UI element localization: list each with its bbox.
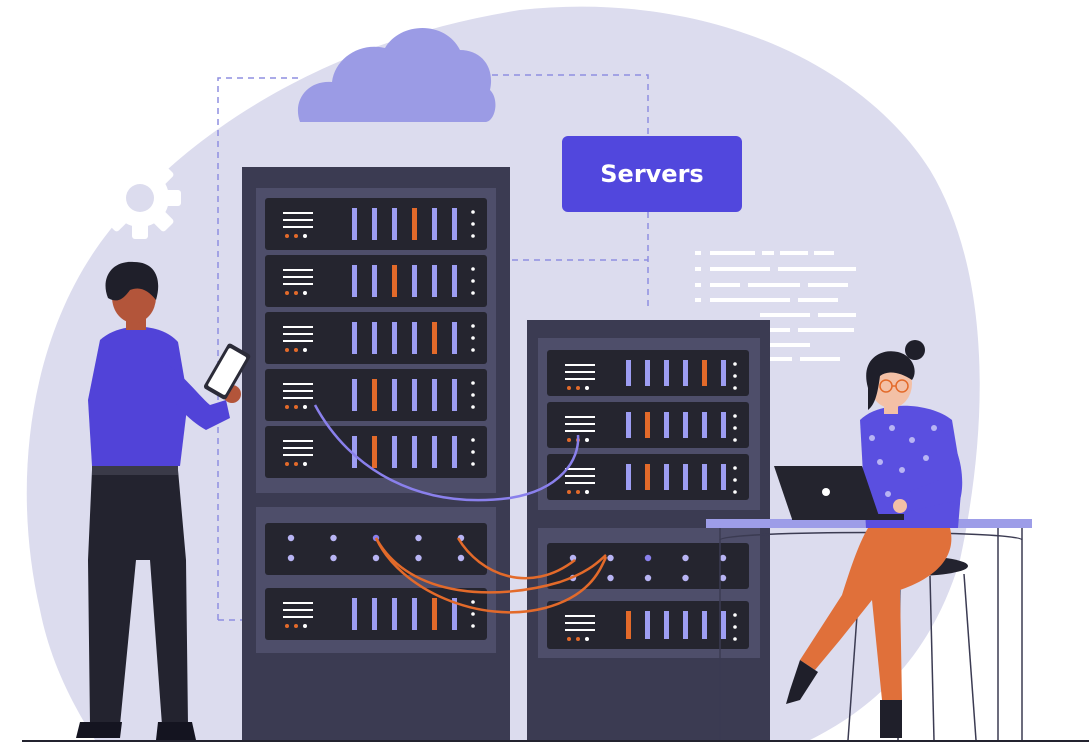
server-unit [547, 601, 749, 649]
cable-orange-1 [374, 537, 607, 594]
woman-pants [800, 528, 952, 700]
server-unit [265, 426, 487, 478]
server-unit [547, 454, 749, 500]
servers-badge-label: Servers [600, 160, 703, 188]
server-unit [265, 369, 487, 421]
dashed-connectors [217, 74, 649, 621]
woman-on-stool [774, 340, 977, 741]
server-unit [265, 312, 487, 364]
woman-hair [866, 351, 915, 410]
man-hair [105, 261, 159, 301]
cable-orange-3 [374, 537, 608, 614]
server-unit-ports [265, 523, 487, 575]
cables [313, 404, 608, 614]
man-with-tablet [76, 261, 251, 740]
cable-purple [313, 404, 580, 502]
cable-orange-2 [456, 537, 576, 580]
server-unit [265, 255, 487, 307]
tablet-icon [203, 343, 251, 400]
man-pants [88, 470, 188, 725]
server-rack-left [242, 167, 510, 740]
server-unit [265, 588, 487, 640]
laptop-icon [774, 466, 904, 520]
server-unit [265, 198, 487, 250]
server-unit-ports [547, 543, 749, 589]
cloud-icon [297, 28, 496, 122]
man-shirt [88, 326, 188, 466]
servers-badge: Servers [562, 136, 742, 212]
server-rack-right [527, 320, 770, 740]
server-unit [547, 350, 749, 396]
gear-icon [99, 157, 181, 239]
code-lines-decoration [695, 251, 856, 361]
